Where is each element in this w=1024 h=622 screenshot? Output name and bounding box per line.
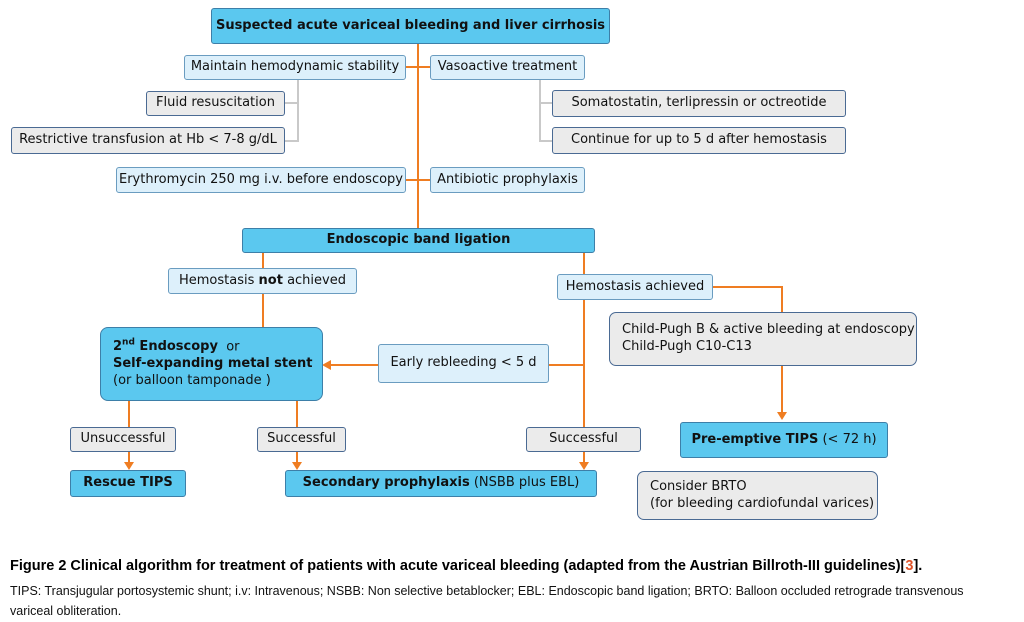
connector-maintain-vasoactive [405, 66, 431, 68]
node-successful-left-label: Successful [267, 431, 336, 447]
arrow-head-preemptive [777, 412, 787, 420]
node-erythromycin: Erythromycin 250 mg i.v. before endoscop… [116, 167, 406, 193]
node-vasoactive-treatment-label: Vasoactive treatment [437, 59, 578, 75]
node-brto-line2: (for bleeding cardiofundal varices) [650, 495, 875, 511]
connector-grey-restrictive [284, 140, 299, 142]
connector-ebl-achieved [583, 252, 585, 274]
figure-caption-body: TIPS: Transjugular portosystemic shunt; … [10, 584, 964, 618]
not-achieved-text-post: achieved [282, 272, 346, 288]
node-fluid-resuscitation-label: Fluid resuscitation [156, 95, 275, 111]
node-hemostasis-not-achieved: Hemostasis not achieved [168, 268, 357, 294]
caption-ref-link[interactable]: 3 [905, 558, 914, 574]
second-endo-sup: nd [122, 338, 135, 348]
node-successful-left: Successful [257, 427, 346, 452]
node-continue-5d: Continue for up to 5 d after hemostasis [552, 127, 846, 154]
node-balloon-label: (or balloon tamponade ) [113, 373, 271, 389]
node-somatostatin: Somatostatin, terlipressin or octreotide [552, 90, 846, 117]
node-second-endoscopy-line1: 2nd Endoscopy or [113, 338, 240, 356]
connector-ebl-not-achieved [262, 252, 264, 268]
connector-rebleed-to-endoscopy [330, 364, 379, 366]
node-suspected-bleeding-label: Suspected acute variceal bleeding and li… [215, 17, 606, 33]
node-hemostasis-achieved-label: Hemostasis achieved [565, 278, 705, 294]
node-continue-5d-label: Continue for up to 5 d after hemostasis [571, 132, 827, 148]
connector-endoscopy-unsuccessful [128, 400, 130, 427]
connector-successful-secondary [296, 451, 298, 464]
arrow-head-secondary-right [579, 462, 589, 470]
arrow-head-rebleed [322, 360, 331, 370]
connector-achieved-childpugh [781, 286, 783, 312]
node-consider-brto: Consider BRTO (for bleeding cardiofundal… [637, 471, 878, 520]
node-second-endoscopy: 2nd Endoscopy or Self-expanding metal st… [100, 327, 323, 401]
node-endoscopic-band-ligation-label: Endoscopic band ligation [326, 232, 511, 248]
connector-successful2-secondary [583, 451, 585, 464]
arrow-head-rescue [124, 462, 134, 470]
secondary-rest: (NSBB plus EBL) [469, 475, 580, 491]
node-fluid-resuscitation: Fluid resuscitation [146, 91, 285, 116]
node-somatostatin-label: Somatostatin, terlipressin or octreotide [571, 95, 827, 111]
node-vasoactive-treatment: Vasoactive treatment [430, 55, 585, 80]
preemptive-bold: Pre-emptive TIPS [691, 431, 819, 447]
connector-grey-continue [539, 140, 553, 142]
node-preemptive-tips-label: Pre-emptive TIPS (< 72 h) [691, 432, 876, 449]
node-child-pugh: Child-Pugh B & active bleeding at endosc… [609, 312, 917, 366]
connector-childpugh-preemptive [781, 366, 783, 414]
connector-grey-left-vertical [297, 79, 299, 141]
figure-caption-title: Figure 2 Clinical algorithm for treatmen… [10, 558, 922, 574]
node-child-pugh-line2: Child-Pugh C10-C13 [622, 339, 752, 354]
node-hemostasis-not-achieved-label: Hemostasis not achieved [179, 273, 346, 290]
node-secondary-prophylaxis: Secondary prophylaxis (NSBB plus EBL) [285, 470, 597, 497]
second-endo-label: Endoscopy [134, 339, 218, 355]
node-unsuccessful-label: Unsuccessful [80, 431, 166, 447]
node-rescue-tips-label: Rescue TIPS [83, 475, 173, 491]
node-maintain-hemodynamic-label: Maintain hemodynamic stability [190, 59, 400, 75]
preemptive-rest: (< 72 h) [818, 431, 877, 447]
connector-grey-right-vertical [539, 79, 541, 141]
arrow-head-secondary-left [292, 462, 302, 470]
node-early-rebleeding-label: Early rebleeding < 5 d [390, 355, 537, 371]
node-early-rebleeding: Early rebleeding < 5 d [378, 344, 549, 383]
secondary-bold: Secondary prophylaxis [302, 475, 470, 491]
node-endoscopic-band-ligation: Endoscopic band ligation [242, 228, 595, 253]
node-maintain-hemodynamic: Maintain hemodynamic stability [184, 55, 406, 80]
connector-unsuccessful-rescue [128, 451, 130, 464]
caption-title-text: Figure 2 Clinical algorithm for treatmen… [10, 558, 901, 574]
node-suspected-bleeding: Suspected acute variceal bleeding and li… [211, 8, 610, 44]
caption-ref-close: ]. [913, 558, 923, 574]
node-erythromycin-label: Erythromycin 250 mg i.v. before endoscop… [118, 171, 403, 187]
caption-ref-open: [ [900, 558, 906, 574]
node-antibiotic-prophylaxis-label: Antibiotic prophylaxis [437, 171, 578, 187]
node-child-pugh-line1: Child-Pugh B & active bleeding at endosc… [622, 322, 915, 338]
node-restrictive-transfusion-label: Restrictive transfusion at Hb < 7-8 g/dL [19, 132, 277, 148]
connector-grey-somatostatin [539, 102, 553, 104]
connector-achieved-right [713, 286, 783, 288]
connector-not-achieved-endoscopy [262, 293, 264, 328]
node-unsuccessful: Unsuccessful [70, 427, 176, 452]
connector-grey-fluid [284, 102, 299, 104]
node-successful-right-label: Successful [549, 431, 618, 447]
not-achieved-text-pre: Hemostasis [179, 272, 259, 288]
node-stent-label: Self-expanding metal stent [113, 356, 313, 372]
node-restrictive-transfusion: Restrictive transfusion at Hb < 7-8 g/dL [11, 127, 285, 154]
not-achieved-text-bold: not [258, 272, 283, 288]
connector-achieved-successful [583, 299, 585, 427]
connector-erythromycin-antibiotic [405, 179, 431, 181]
node-preemptive-tips: Pre-emptive TIPS (< 72 h) [680, 422, 888, 458]
connector-endoscopy-successful [296, 400, 298, 427]
connector-trunk [417, 43, 419, 230]
node-antibiotic-prophylaxis: Antibiotic prophylaxis [430, 167, 585, 193]
second-endo-or: or [217, 339, 240, 355]
connector-rebleed-from-trunk [549, 364, 584, 366]
node-secondary-prophylaxis-label: Secondary prophylaxis (NSBB plus EBL) [303, 475, 580, 492]
node-rescue-tips: Rescue TIPS [70, 470, 186, 497]
second-endo-num: 2 [113, 339, 123, 355]
node-hemostasis-achieved: Hemostasis achieved [557, 274, 713, 300]
node-successful-right: Successful [526, 427, 641, 452]
node-brto-line1: Consider BRTO [650, 478, 747, 494]
